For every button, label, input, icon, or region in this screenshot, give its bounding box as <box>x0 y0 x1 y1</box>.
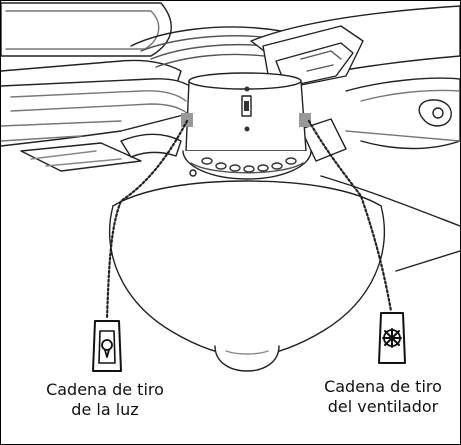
fan-blade-left <box>1 78 197 172</box>
fan-blade-lower-right <box>320 175 460 272</box>
fan-blade-top-right <box>250 5 460 92</box>
fan-pull-handle <box>378 312 406 364</box>
switch-housing <box>181 72 311 152</box>
fan-pull-chain <box>307 119 393 313</box>
fan-chain-label-line2: del ventilador <box>327 397 439 416</box>
fan-blade-right <box>300 77 460 162</box>
vent-ring <box>182 150 312 180</box>
light-chain-label-line1: Cadena de tiro <box>46 380 164 399</box>
light-pull-chain <box>105 119 189 321</box>
glass-bowl <box>109 205 385 372</box>
light-chain-label-line2: de la luz <box>71 400 139 419</box>
fan-chain-label-line1: Cadena de tiro <box>324 377 442 396</box>
light-pull-handle <box>92 320 122 372</box>
light-chain-label: Cadena de tiro de la luz <box>19 380 191 420</box>
fan-chain-label: Cadena de tiro del ventilador <box>301 377 460 417</box>
